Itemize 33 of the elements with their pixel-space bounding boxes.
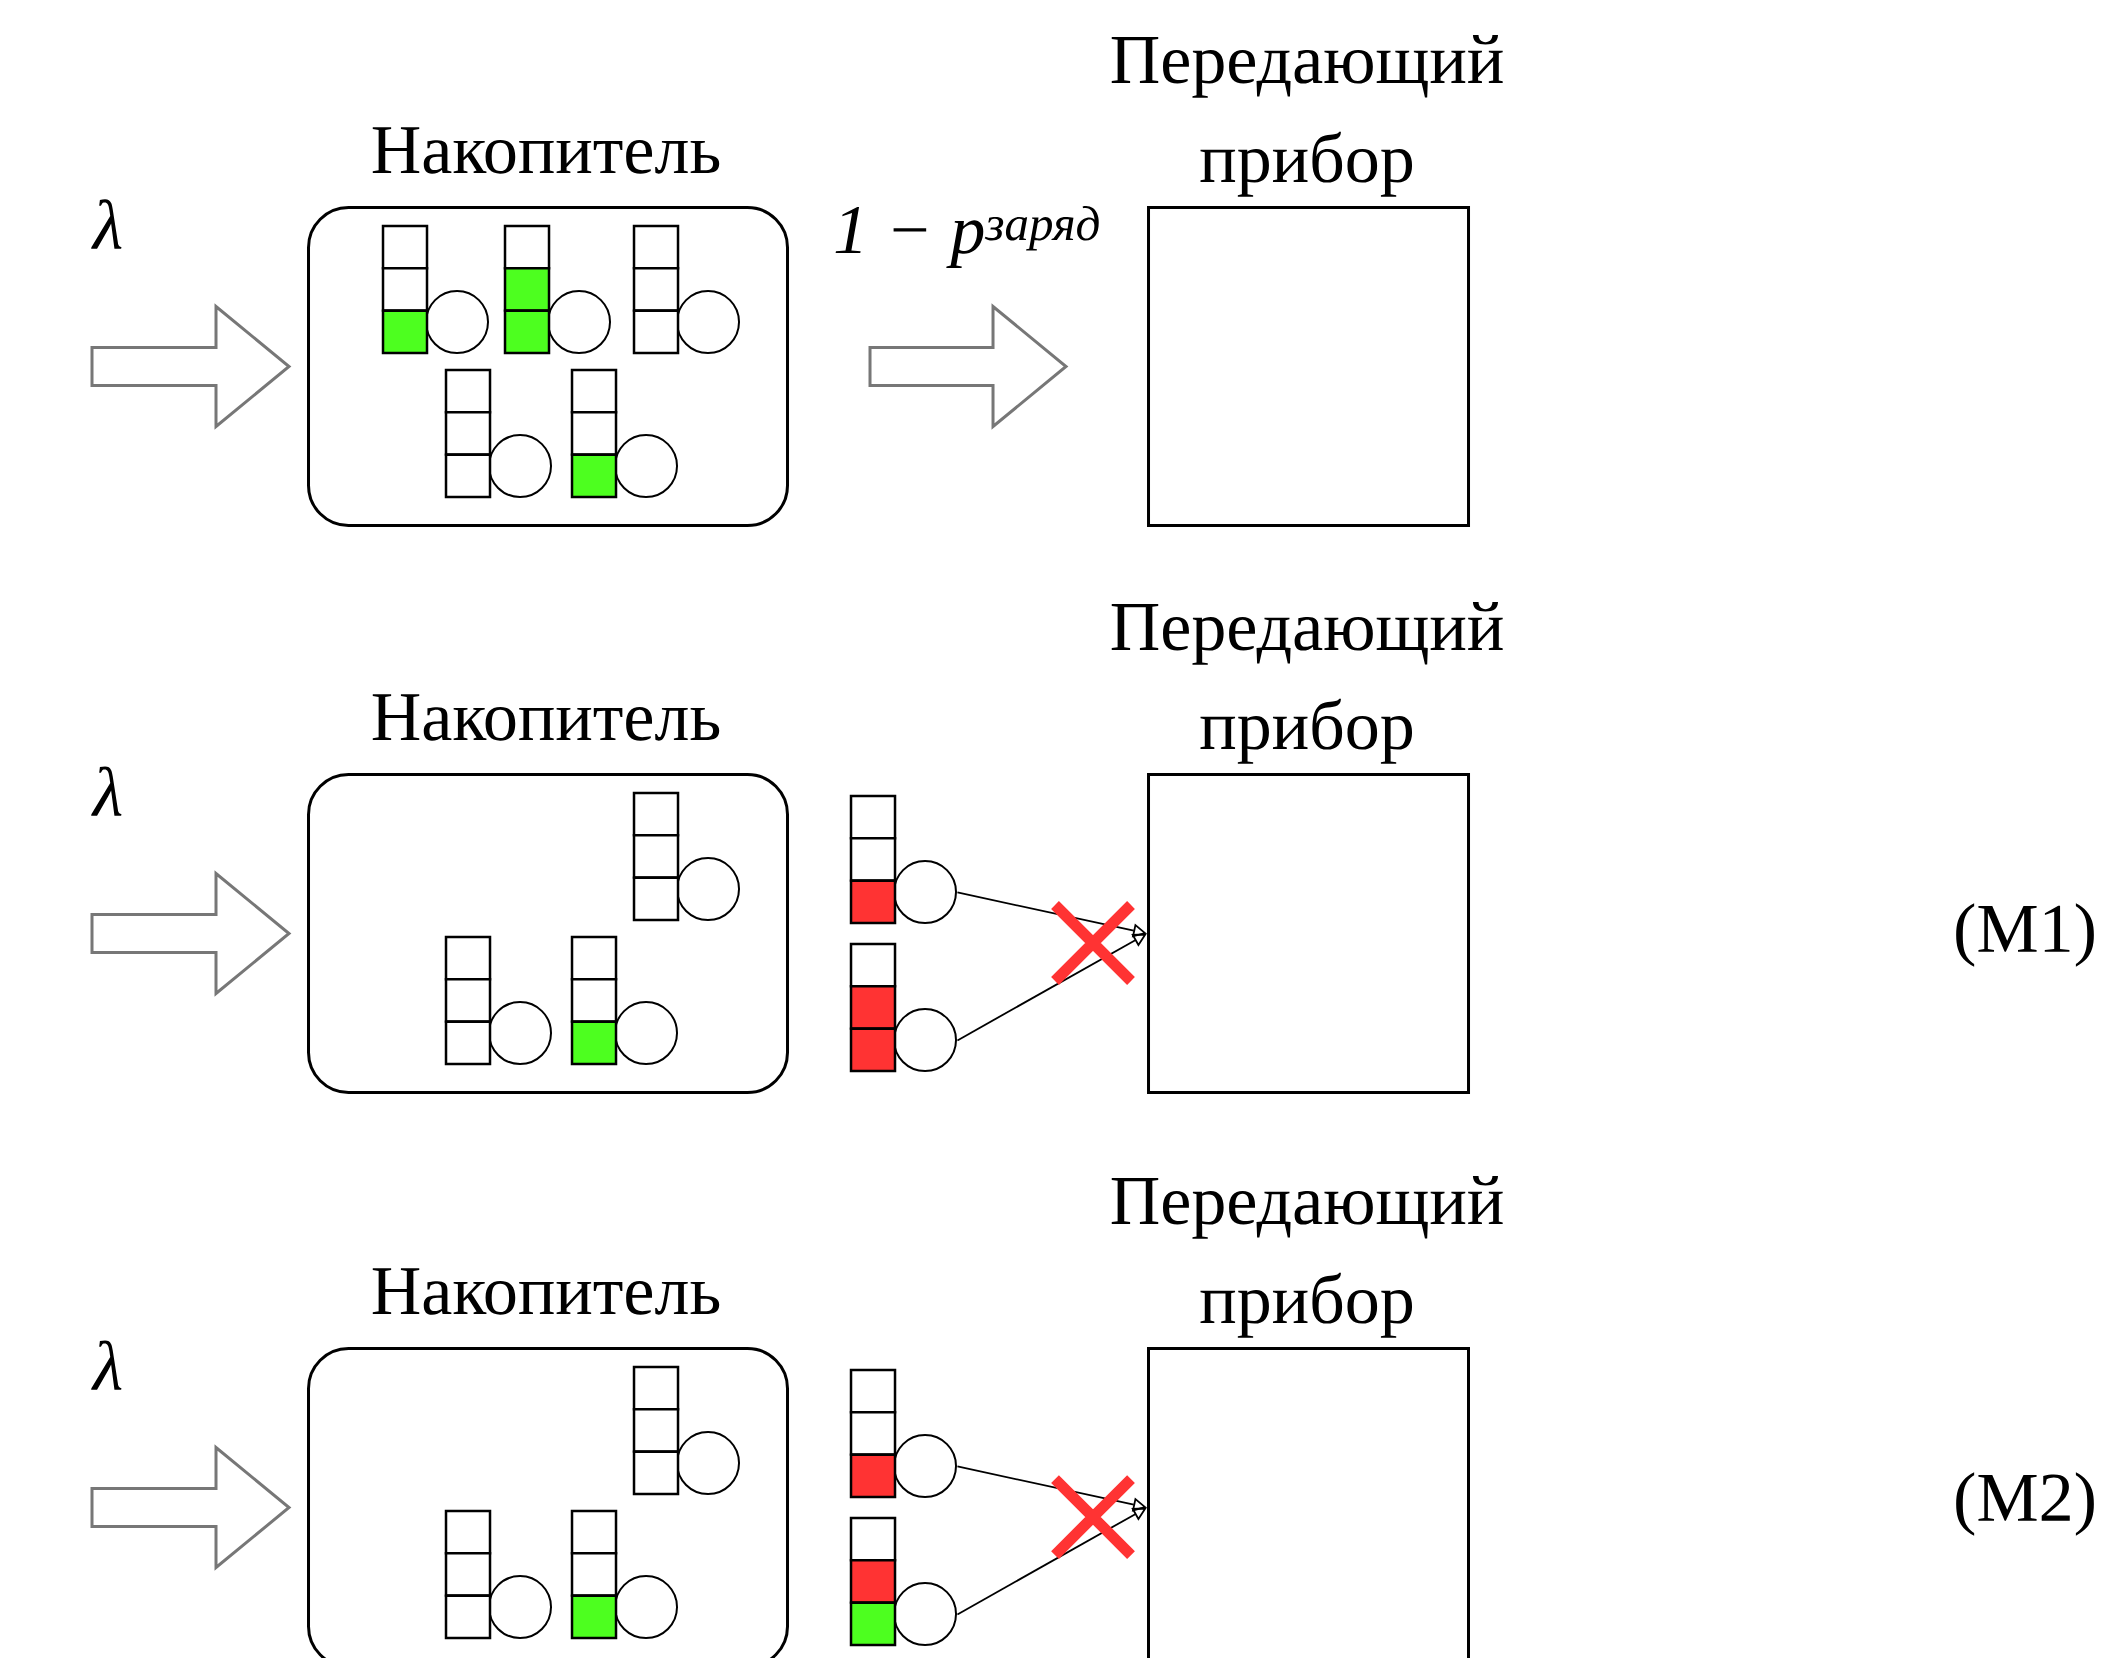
device-drawing (632, 791, 740, 922)
device-drawing (632, 224, 740, 355)
box-heading: Накопитель (372, 127, 720, 174)
model-label: (M1) (1956, 903, 2094, 967)
edge-label: λ (91, 199, 122, 249)
device-drawing (444, 368, 552, 499)
block-arrow (90, 870, 292, 997)
arrow (956, 1507, 1147, 1616)
device-drawing (381, 224, 489, 355)
box-heading: Передающий прибор (1111, 602, 1503, 764)
device-drawing (849, 942, 957, 1073)
edge-label: λ (91, 1340, 122, 1390)
model-label: (M2) (1956, 1472, 2094, 1536)
block-arrow (90, 303, 292, 430)
edge-label: 1 − p$^{заряд}$ (835, 206, 1099, 268)
box-heading: Передающий прибор (1111, 1176, 1503, 1338)
device-drawing (570, 935, 678, 1066)
device-drawing (849, 1368, 957, 1499)
block-arrow (90, 1444, 292, 1571)
device-drawing (849, 1516, 957, 1647)
device-drawing (849, 794, 957, 925)
device-drawing (570, 368, 678, 499)
box-heading: Накопитель (372, 1268, 720, 1315)
device-drawing (632, 1365, 740, 1496)
block-arrow (868, 303, 1069, 430)
box-heading: Накопитель (372, 694, 720, 741)
device-drawing (444, 935, 552, 1066)
device-drawing (503, 224, 611, 355)
edge-label: λ (91, 766, 122, 816)
arrow (956, 933, 1147, 1042)
box-heading: Передающий прибор (1111, 35, 1503, 197)
device-drawing (570, 1509, 678, 1640)
device-drawing (444, 1509, 552, 1640)
